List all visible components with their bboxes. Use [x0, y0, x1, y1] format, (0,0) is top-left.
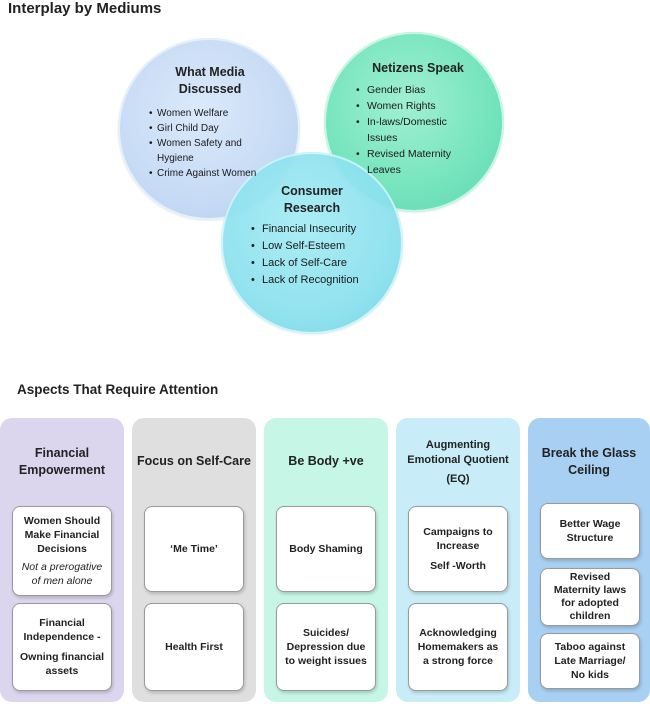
card-body-shaming: Body Shaming: [276, 506, 376, 592]
list-item: Crime Against Women: [149, 166, 289, 181]
column-title: Augmenting Emotional Quotient (EQ): [407, 439, 509, 485]
card-taboo-late-marriage: Taboo against Late Marriage/ No kids: [540, 633, 640, 689]
card-me-time: ‘Me Time’: [144, 506, 244, 592]
column-glass-ceiling: Break the Glass Ceiling Better Wage Stru…: [528, 418, 650, 702]
list-item: Revised Maternity: [355, 146, 485, 162]
netizens-circle-list: Gender Bias Women Rights In-laws/Domesti…: [355, 82, 485, 178]
card-self-worth-campaigns: Campaigns to Increase Self -Worth: [408, 506, 508, 592]
card-health-first: Health First: [144, 603, 244, 691]
list-item: Low Self-Esteem: [250, 238, 390, 255]
list-item: Financial Insecurity: [250, 221, 390, 238]
section-title-interplay: Interplay by Mediums: [8, 0, 162, 17]
card-better-wage: Better Wage Structure: [540, 503, 640, 559]
consumer-circle-list: Financial Insecurity Low Self-Esteem Lac…: [250, 221, 390, 289]
list-item: Women Safety and: [149, 136, 289, 151]
column-title: Break the Glass Ceiling: [541, 446, 637, 477]
card-revised-maternity-laws: Revised Maternity laws for adopted child…: [540, 568, 640, 626]
column-title: Financial Empowerment: [18, 446, 106, 477]
list-item: Leaves: [367, 164, 401, 176]
netizens-circle-title: Netizens Speak: [372, 61, 464, 75]
card-women-financial-decisions: Women Should Make Financial Decisions No…: [12, 506, 112, 596]
column-body-positive: Be Body +ve Body Shaming Suicides/ Depre…: [264, 418, 388, 702]
section-title-aspects: Aspects That Require Attention: [17, 382, 219, 397]
card-financial-independence: Financial Independence - Owning financia…: [12, 603, 112, 691]
list-item: Women Welfare: [149, 106, 289, 121]
column-title: Focus on Self-Care: [137, 454, 251, 468]
consumer-circle-title: Consumer Research: [281, 184, 343, 215]
column-financial-empowerment: Financial Empowerment Women Should Make …: [0, 418, 124, 702]
card-suicides-depression: Suicides/ Depression due to weight issue…: [276, 603, 376, 691]
list-item: Hygiene: [157, 153, 194, 164]
list-item: Women Rights: [355, 98, 485, 114]
card-acknowledging-homemakers: Acknowledging Homemakers as a strong for…: [408, 603, 508, 691]
list-item: Lack of Recognition: [250, 272, 390, 289]
column-title: Be Body +ve: [288, 454, 364, 468]
column-emotional-quotient: Augmenting Emotional Quotient (EQ) Campa…: [396, 418, 520, 702]
list-item: Girl Child Day: [149, 121, 289, 136]
list-item: Lack of Self-Care: [250, 255, 390, 272]
column-self-care: Focus on Self-Care ‘Me Time’ Health Firs…: [132, 418, 256, 702]
media-circle-list: Women Welfare Girl Child Day Women Safet…: [149, 106, 289, 181]
list-item: In-laws/Domestic: [355, 114, 485, 130]
list-item: Gender Bias: [355, 82, 485, 98]
list-item: Issues: [367, 132, 398, 144]
media-circle-title: What Media Discussed: [175, 65, 245, 96]
